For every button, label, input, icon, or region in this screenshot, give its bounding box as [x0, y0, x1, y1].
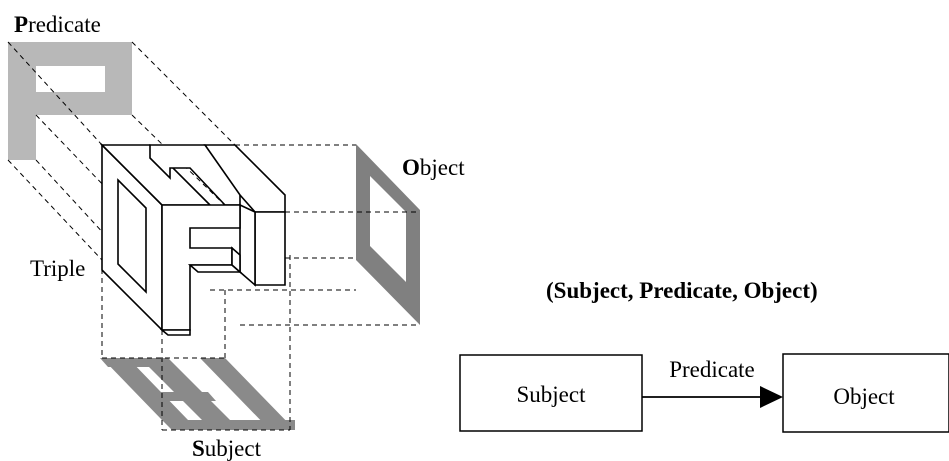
triple-notation: (Subject, Predicate, Object)	[546, 278, 818, 303]
predicate-label: Predicate	[14, 12, 101, 37]
subject-label: Subject	[192, 436, 262, 461]
predicate-shadow-letter	[8, 42, 132, 160]
graph-diagram: Subject Predicate Object	[459, 353, 949, 433]
object-node-label: Object	[833, 384, 895, 409]
object-node	[782, 353, 949, 433]
triple-cube	[100, 143, 286, 336]
predicate-edge-label: Predicate	[669, 357, 755, 382]
triple-label: Triple	[30, 256, 85, 281]
predicate-arrowhead	[760, 386, 783, 408]
object-label: Object	[402, 155, 465, 180]
object-shadow-letter	[356, 144, 420, 325]
subject-node	[459, 354, 643, 432]
projection-lines	[7, 41, 420, 431]
subject-node-label: Subject	[517, 382, 587, 407]
subject-shadow-shape	[100, 358, 295, 430]
